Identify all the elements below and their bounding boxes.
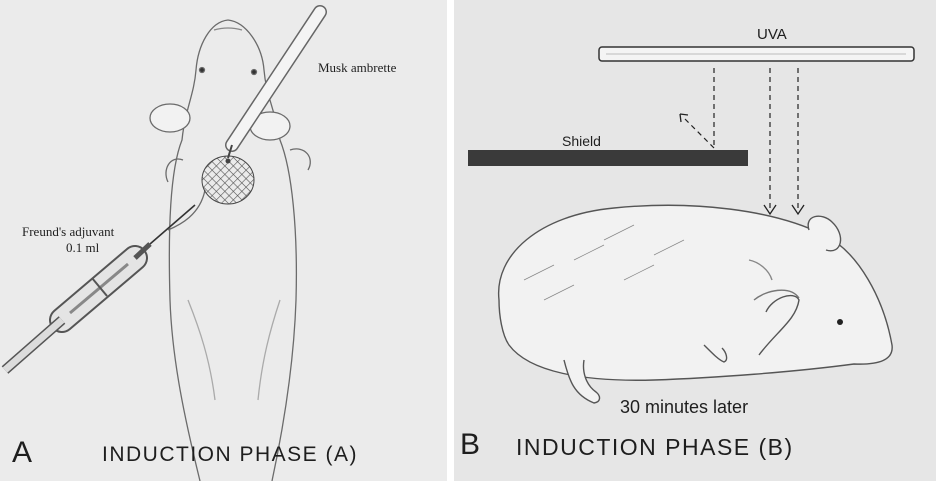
pipette-icon bbox=[226, 12, 321, 164]
shield-bar bbox=[468, 150, 748, 166]
uva-rays bbox=[684, 68, 798, 212]
label-shield: Shield bbox=[562, 133, 601, 149]
panel-a-letter: A bbox=[12, 436, 32, 470]
label-time-later: 30 minutes later bbox=[620, 397, 748, 418]
label-adjuvant-volume: 0.1 ml bbox=[66, 240, 99, 256]
guinea-pig-drawing bbox=[499, 205, 893, 403]
panel-b: UVA Shield 30 minutes later B INDUCTION … bbox=[454, 0, 936, 481]
panel-b-letter: B bbox=[460, 428, 480, 462]
rat-drawing bbox=[150, 20, 310, 481]
panel-b-caption: INDUCTION PHASE (B) bbox=[516, 434, 794, 461]
label-freunds-adjuvant: Freund's adjuvant bbox=[22, 224, 114, 240]
label-musk-ambrette: Musk ambrette bbox=[318, 60, 396, 76]
panel-a: Musk ambrette Freund's adjuvant 0.1 ml A… bbox=[0, 0, 447, 481]
label-uva: UVA bbox=[757, 26, 787, 43]
panel-a-caption: INDUCTION PHASE (A) bbox=[102, 443, 358, 467]
